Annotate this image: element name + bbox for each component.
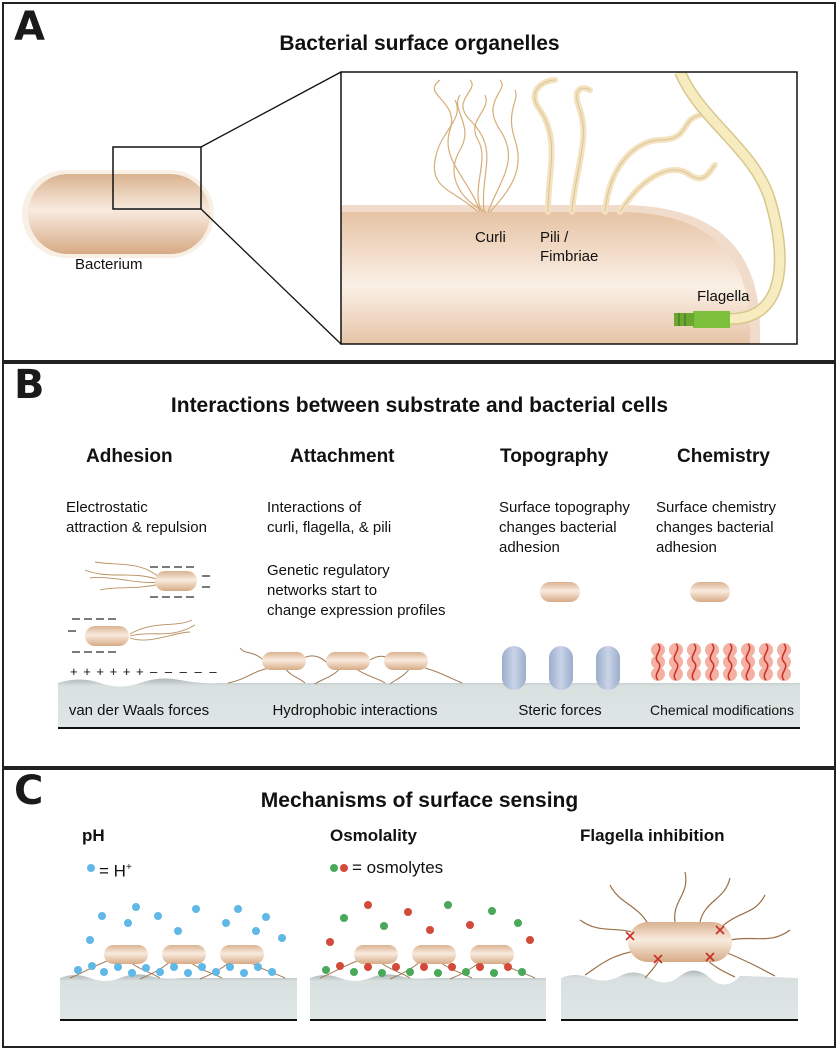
panel-a-title: Bacterial surface organelles (279, 32, 560, 55)
topography-footer: Steric forces (518, 702, 602, 719)
flagella-inhibition-heading: Flagella inhibition (580, 826, 725, 845)
adhesion-heading: Adhesion (86, 446, 173, 467)
bacterium-cell (22, 170, 214, 258)
bacterium-label: Bacterium (75, 256, 143, 273)
attachment-bacteria (227, 647, 463, 685)
osmolality-heading: Osmolality (330, 826, 417, 845)
attachment-text-5: change expression profiles (267, 602, 446, 619)
chemistry-heading: Chemistry (677, 446, 770, 467)
attachment-footer: Hydrophobic interactions (272, 702, 438, 719)
pili-label: Pili / (540, 229, 569, 246)
topography-heading: Topography (500, 446, 609, 467)
attachment-text-4: networks start to (267, 582, 378, 599)
chemistry-text-3: adhesion (656, 539, 717, 556)
attachment-text-1: Interactions of (267, 499, 362, 516)
adhesion-text-2: attraction & repulsion (66, 519, 207, 536)
panel-b (2, 362, 836, 768)
panel-b-title: Interactions between substrate and bacte… (170, 394, 669, 417)
chemistry-text-1: Surface chemistry (656, 499, 777, 516)
ph-scene (69, 903, 286, 980)
topography-text-3: adhesion (499, 539, 560, 556)
chemistry-footer: Chemical modifications (650, 702, 794, 718)
flagella-label: Flagella (697, 288, 750, 305)
ph-legend-text: = H (99, 861, 126, 881)
curli-label: Curli (475, 229, 506, 246)
zoom-box (112, 146, 202, 210)
panel-b-letter: B (14, 362, 45, 408)
adhesion-footer: van der Waals forces (68, 702, 210, 719)
attachment-text-2: curli, flagella, & pili (267, 519, 392, 536)
charges-minus: – – – – – (150, 664, 219, 679)
charges-plus: + + + + + + (70, 664, 145, 679)
panel-a-letter: A (14, 4, 45, 50)
flagella-inhibition-scene (579, 871, 791, 979)
osmolyte-legend-icon (330, 864, 348, 872)
chemistry-surface (651, 582, 791, 681)
adhesion-text-1: Electrostatic (66, 499, 148, 516)
curli-fibers (433, 79, 519, 213)
panel-c-substrates (60, 970, 798, 1021)
ph-legend: = H+ (99, 858, 132, 881)
panel-c-letter: C (14, 768, 44, 814)
fimbriae-label: Fimbriae (540, 248, 599, 265)
zoom-view (341, 72, 797, 344)
topography-text-2: changes bacterial (499, 519, 617, 536)
flagellar-motor (674, 311, 730, 328)
panel-c (2, 768, 836, 1048)
ph-legend-sup: + (125, 862, 132, 873)
topography-text-1: Surface topography (499, 499, 630, 516)
osmolality-legend: = osmolytes (352, 858, 444, 877)
panel-a (2, 2, 836, 362)
panel-c-title: Mechanisms of surface sensing (260, 789, 579, 812)
osmolality-scene (319, 901, 536, 980)
attachment-heading: Attachment (290, 446, 395, 467)
attachment-text-3: Genetic regulatory (267, 562, 390, 579)
topography-surface (502, 582, 620, 690)
proton-legend-icon (87, 864, 95, 872)
panel-b-substrate (58, 678, 800, 729)
chemistry-text-2: changes bacterial (656, 519, 774, 536)
ph-heading: pH (82, 826, 105, 845)
adhesion-bacteria (68, 561, 210, 653)
